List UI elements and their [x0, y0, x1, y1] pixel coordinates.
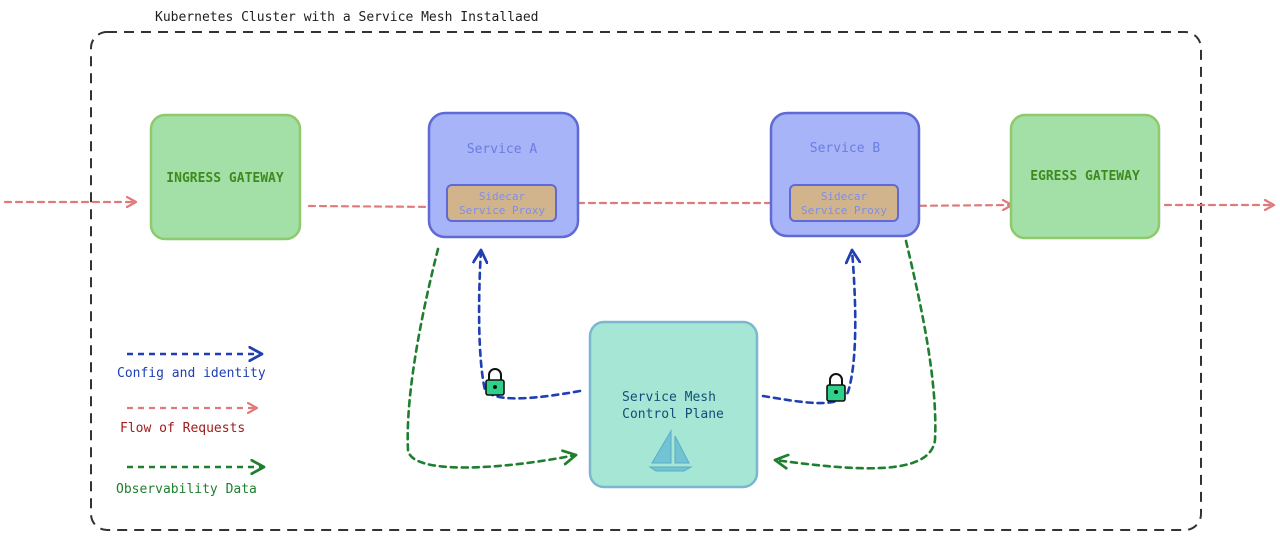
- cluster-boundary: [90, 31, 1202, 531]
- control-plane-line1: Service Mesh: [622, 390, 716, 405]
- service-a-sidecar-line1: Sidecar: [479, 190, 526, 203]
- egress-gateway-label: EGRESS GATEWAY: [1030, 169, 1140, 184]
- observability-edge-from-b: [775, 239, 937, 468]
- service-a-sidecar-line2: Service Proxy: [459, 204, 545, 217]
- observability-edges: [406, 239, 937, 469]
- request-flow-edges: [3, 202, 1276, 207]
- service-b: Service B Sidecar Service Proxy: [769, 111, 921, 238]
- control-plane-line2: Control Plane: [622, 407, 724, 422]
- lock-icon: [826, 373, 846, 402]
- cluster-title: Kubernetes Cluster with a Service Mesh I…: [155, 10, 539, 25]
- observability-edge-from-a: [406, 247, 576, 469]
- service-b-sidecar: [789, 184, 899, 222]
- egress-gateway: EGRESS GATEWAY: [1009, 113, 1161, 240]
- config-edges: [479, 250, 855, 405]
- service-b-sidecar-line2: Service Proxy: [801, 204, 887, 217]
- config-edge-to-b: [761, 250, 855, 405]
- service-a-sidecar: [446, 184, 557, 222]
- legend: Config and identity Flow of Requests Obs…: [116, 354, 266, 497]
- request-edge-ingress-to-a: [307, 206, 444, 207]
- legend-requests-text: Flow of Requests: [120, 421, 245, 436]
- sailboat-icon: [648, 429, 693, 472]
- legend-config-text: Config and identity: [117, 366, 266, 381]
- legend-observability-text: Observability Data: [116, 482, 257, 497]
- ingress-gateway: INGRESS GATEWAY: [149, 113, 302, 241]
- service-a: Service A Sidecar Service Proxy: [427, 111, 580, 239]
- request-edge-b-to-egress: [896, 205, 1014, 206]
- control-plane: Service Mesh Control Plane: [588, 320, 759, 489]
- service-b-sidecar-line1: Sidecar: [821, 190, 868, 203]
- lock-icon: [485, 368, 505, 396]
- ingress-gateway-label: INGRESS GATEWAY: [166, 171, 284, 186]
- service-a-label: Service A: [467, 142, 538, 157]
- service-b-label: Service B: [810, 141, 881, 156]
- config-edge-to-a: [479, 250, 582, 400]
